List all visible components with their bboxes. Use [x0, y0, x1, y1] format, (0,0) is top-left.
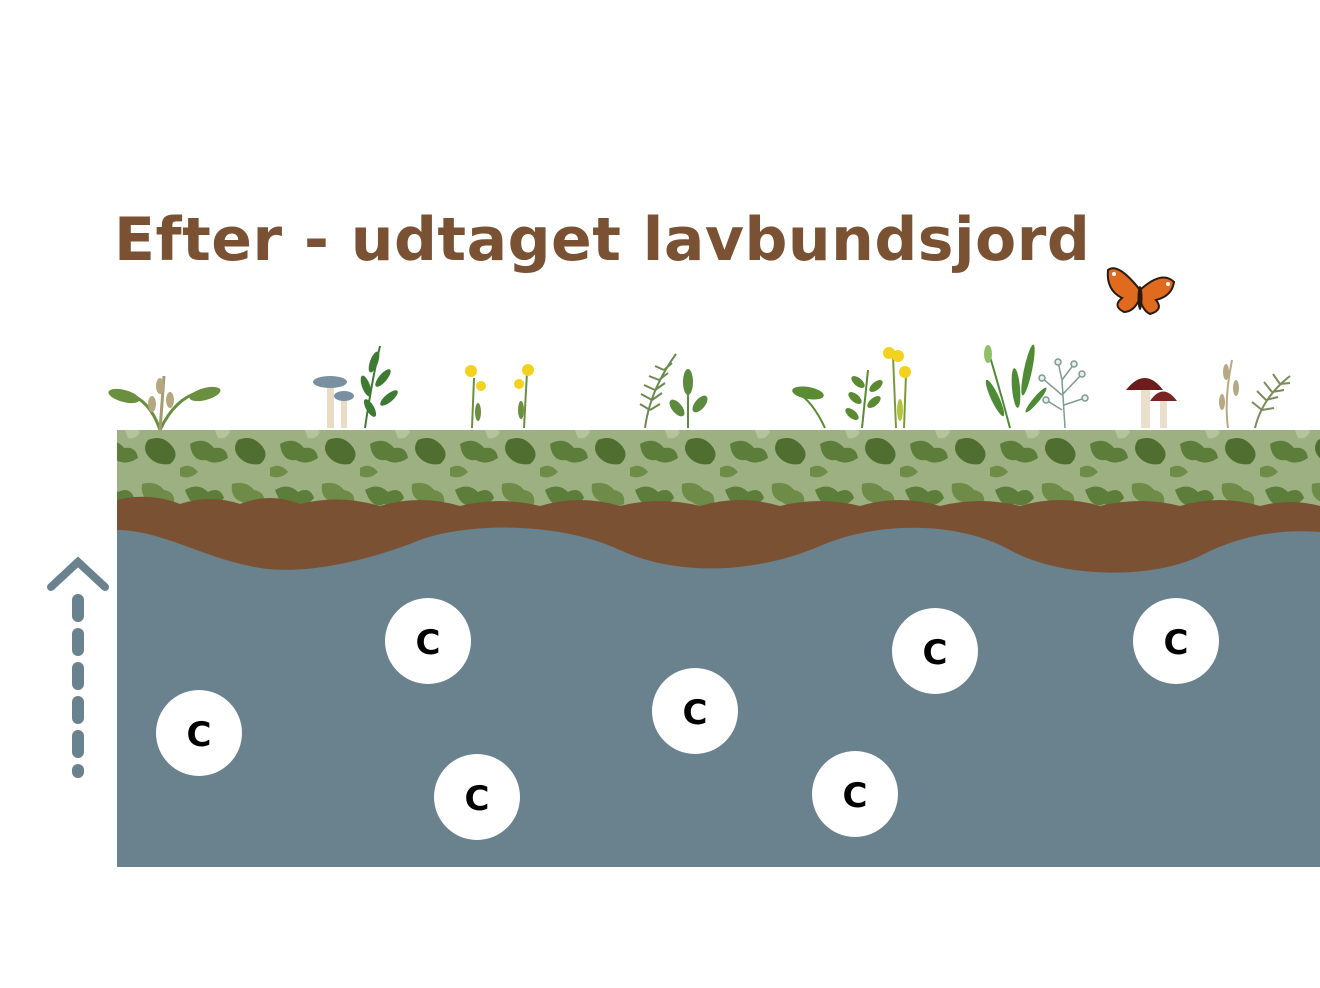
- up-arrow-icon: [51, 562, 105, 772]
- mushroom-icon: [313, 376, 354, 428]
- carbon-marker-label: C: [187, 715, 212, 755]
- carbon-marker-label: C: [1164, 623, 1189, 663]
- carbon-marker: C: [434, 754, 520, 840]
- butterfly-icon: [1108, 268, 1174, 314]
- plant-icon: [107, 376, 222, 430]
- carbon-marker-label: C: [923, 633, 948, 673]
- carbon-marker: C: [892, 608, 978, 694]
- carbon-marker-label: C: [683, 693, 708, 733]
- carbon-marker-label: C: [843, 776, 868, 816]
- carbon-marker: C: [812, 751, 898, 837]
- plant-icon: [358, 346, 400, 428]
- carbon-marker: C: [156, 690, 242, 776]
- moss-layer: [117, 430, 1320, 508]
- fern-icon: [640, 354, 676, 428]
- carbon-marker-label: C: [416, 623, 441, 663]
- yellow-flower-icon: [883, 347, 911, 428]
- yellow-flower-icon: [465, 364, 534, 428]
- carbon-marker: C: [385, 598, 471, 684]
- plant-icon: [983, 344, 1049, 428]
- plant-icon: [667, 369, 711, 428]
- fern-icon: [1219, 360, 1290, 428]
- carbon-marker-label: C: [465, 779, 490, 819]
- carbon-marker: C: [1133, 598, 1219, 684]
- plant-icon: [791, 370, 884, 428]
- plant-icon: [1039, 359, 1088, 428]
- carbon-marker: C: [652, 668, 738, 754]
- mushroom-icon: [1126, 378, 1177, 428]
